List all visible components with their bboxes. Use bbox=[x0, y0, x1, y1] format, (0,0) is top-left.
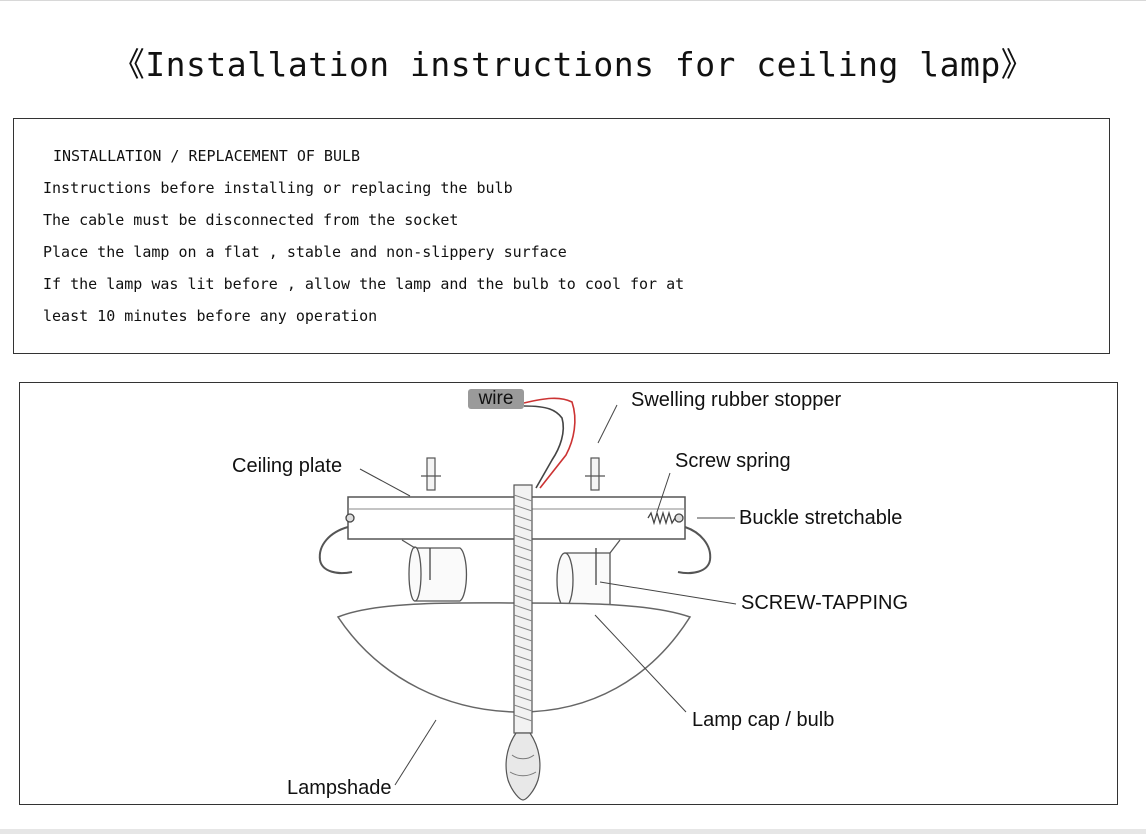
top-rule bbox=[0, 0, 1146, 1]
screw-spring-label: Screw spring bbox=[675, 450, 791, 472]
rubber-stopper-icon bbox=[421, 457, 605, 491]
wire-label: wire bbox=[468, 389, 524, 409]
buckle-icon bbox=[318, 526, 712, 575]
instructions-heading: INSTALLATION / REPLACEMENT OF BULB bbox=[53, 147, 361, 165]
buckle-stretchable-label: Buckle stretchable bbox=[739, 507, 903, 529]
page-title: 《Installation instructions for ceiling l… bbox=[111, 45, 1035, 84]
instruction-line: Place the lamp on a flat , stable and no… bbox=[43, 243, 567, 261]
ceiling-plate-label: Ceiling plate bbox=[232, 455, 343, 477]
wire-icon bbox=[523, 397, 576, 489]
lamp-cap-icon bbox=[401, 539, 621, 608]
instruction-line: The cable must be disconnected from the … bbox=[43, 211, 459, 229]
screw-tapping-label: SCREW-TAPPING bbox=[741, 592, 909, 614]
bottom-rule bbox=[0, 829, 1146, 834]
finial-icon bbox=[505, 732, 541, 801]
diagram-box bbox=[19, 382, 1118, 805]
lampshade-label: Lampshade bbox=[287, 777, 392, 799]
instruction-line: least 10 minutes before any operation bbox=[43, 307, 378, 325]
instruction-line: If the lamp was lit before , allow the l… bbox=[43, 275, 685, 293]
screw-spring-icon bbox=[345, 510, 684, 526]
instruction-line: Instructions before installing or replac… bbox=[43, 179, 513, 197]
instructions-box bbox=[13, 118, 1110, 354]
swelling-rubber-stopper-label: Swelling rubber stopper bbox=[631, 389, 842, 411]
lamp-cap-bulb-label: Lamp cap / bulb bbox=[692, 709, 835, 731]
leader-lines bbox=[359, 404, 737, 786]
